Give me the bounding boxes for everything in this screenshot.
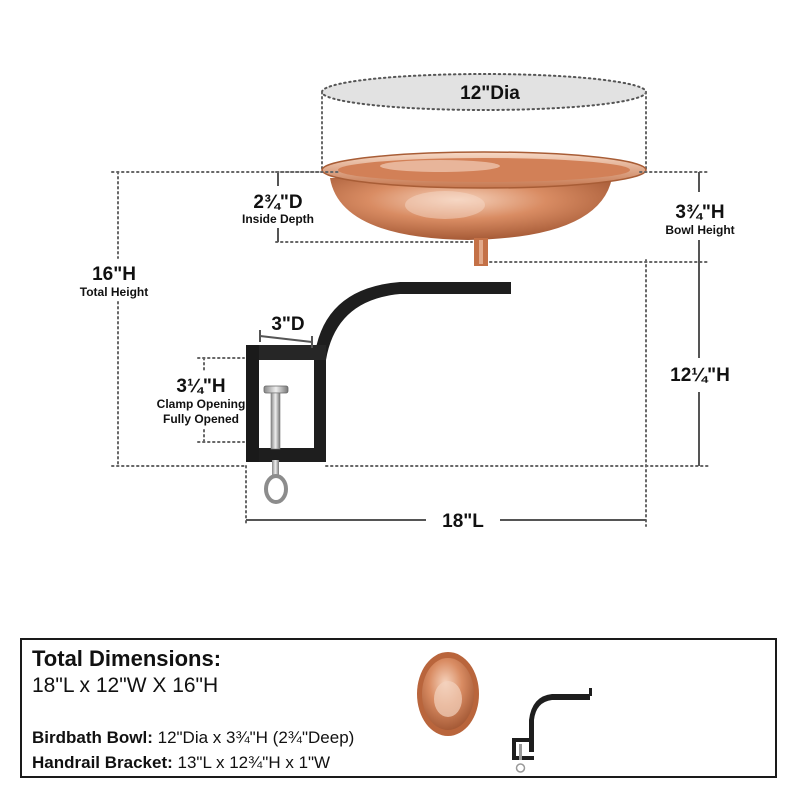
summary-bowl-row: Birdbath Bowl: 12"Dia x 3¾"H (2¾"Deep) <box>32 728 354 748</box>
summary-bracket-label: Handrail Bracket: <box>32 753 173 772</box>
inside-depth-caption: Inside Depth <box>242 212 314 226</box>
diameter-indicator: 12"Dia <box>321 73 647 171</box>
summary-title: Total Dimensions: <box>32 646 222 671</box>
bowl-thumbnail <box>417 652 479 736</box>
summary-bracket-value: 13"L x 12¾"H x 1"W <box>172 753 331 772</box>
total-height-caption: Total Height <box>80 285 148 299</box>
total-height-value: 16"H <box>92 264 136 285</box>
length-dimension: 18"L <box>245 259 647 532</box>
clamp-opening-caption-2: Fully Opened <box>163 412 239 426</box>
summary-bracket-row: Handrail Bracket: 13"L x 12¾"H x 1"W <box>32 753 330 773</box>
diameter-label: 12"Dia <box>460 83 520 104</box>
total-height-dimension: 16"H Total Height <box>80 171 321 467</box>
clamp-opening-value: 3¼"H <box>176 376 225 397</box>
handrail-bracket <box>246 282 511 462</box>
arm-depth-dimension: 3"D <box>259 314 313 348</box>
bowl-height-caption: Bowl Height <box>665 223 734 237</box>
clamp-opening-dimension: 3¼"H Clamp Opening Fully Opened <box>157 357 246 443</box>
bracket-thumbnail <box>512 688 592 773</box>
length-value: 18"L <box>442 511 484 532</box>
total-dimensions-panel: Total Dimensions: 18"L x 12"W X 16"H Bir… <box>20 638 777 778</box>
copper-bowl <box>321 151 647 266</box>
inside-depth-value: 2¾"D <box>253 192 302 213</box>
summary-bowl-value: 12"Dia x 3¾"H (2¾"Deep) <box>152 728 355 747</box>
clamp-screw <box>263 385 289 504</box>
bowl-height-dimension: 3¾"H Bowl Height <box>489 171 735 263</box>
arm-depth-value: 3"D <box>271 314 304 335</box>
bracket-height-value: 12¼"H <box>670 365 730 386</box>
bowl-height-value: 3¾"H <box>675 202 724 223</box>
bracket-height-dimension: 12¼"H <box>325 262 730 467</box>
summary-bowl-label: Birdbath Bowl: <box>32 728 153 747</box>
clamp-opening-caption-1: Clamp Opening <box>157 397 246 411</box>
summary-total-dimensions: 18"L x 12"W X 16"H <box>32 674 219 697</box>
